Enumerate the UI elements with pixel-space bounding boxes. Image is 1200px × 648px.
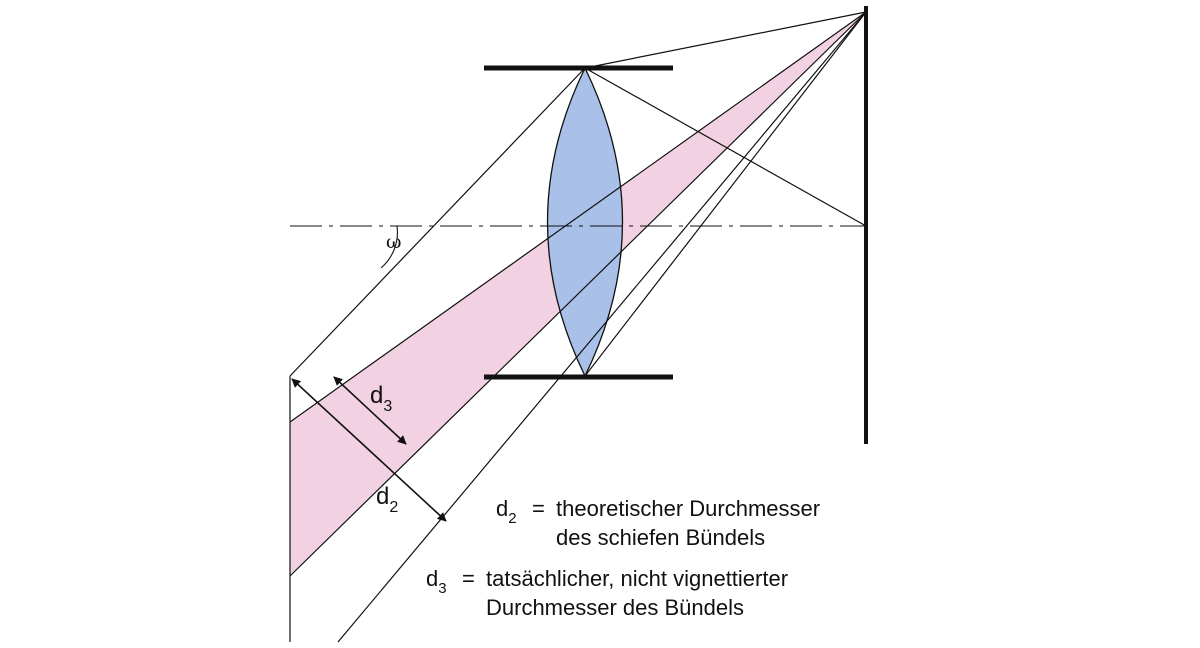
legend-d2-symbol: d2 bbox=[496, 496, 517, 527]
legend-d2-symbol-sub: 2 bbox=[508, 510, 516, 527]
legend-d3-line2: Durchmesser des Bündels bbox=[486, 595, 744, 620]
d2-label-main: d bbox=[376, 483, 389, 510]
d3-label: d3 bbox=[370, 382, 392, 415]
bottom-stop-to-image-ray bbox=[584, 11, 867, 377]
d3-label-main: d bbox=[370, 382, 383, 409]
angle-omega-arc bbox=[380, 225, 398, 269]
d2-label: d2 bbox=[376, 483, 398, 516]
legend-d3: d3 = tatsächlicher, nicht vignettierter … bbox=[426, 566, 788, 620]
lower-outer-ray bbox=[337, 11, 867, 643]
legend-d3-symbol-sub: 3 bbox=[438, 580, 446, 597]
legend-d3-line1: tatsächlicher, nicht vignettierter bbox=[486, 566, 788, 591]
pink-upper-edge bbox=[289, 11, 867, 423]
legend-d2-line2: des schiefen Bündels bbox=[556, 525, 765, 550]
legend-d2-symbol-main: d bbox=[496, 496, 508, 521]
lens bbox=[546, 66, 624, 378]
d2-label-sub: 2 bbox=[389, 499, 398, 516]
upper-outer-ray bbox=[289, 67, 586, 377]
legend-d2-equals: = bbox=[532, 496, 545, 521]
angle-omega-label: ω bbox=[386, 231, 402, 253]
legend-d3-equals: = bbox=[462, 566, 475, 591]
legend-d2: d2 = theoretischer Durchmesser des schie… bbox=[496, 496, 820, 550]
d2-dimension-arrow bbox=[291, 378, 447, 522]
legend-d3-symbol: d3 bbox=[426, 566, 447, 597]
d3-label-sub: 3 bbox=[383, 398, 392, 415]
legend-d3-symbol-main: d bbox=[426, 566, 438, 591]
chief-ray bbox=[584, 11, 867, 69]
top-stop-to-image-ray bbox=[584, 67, 867, 227]
legend-d2-line1: theoretischer Durchmesser bbox=[556, 496, 820, 521]
